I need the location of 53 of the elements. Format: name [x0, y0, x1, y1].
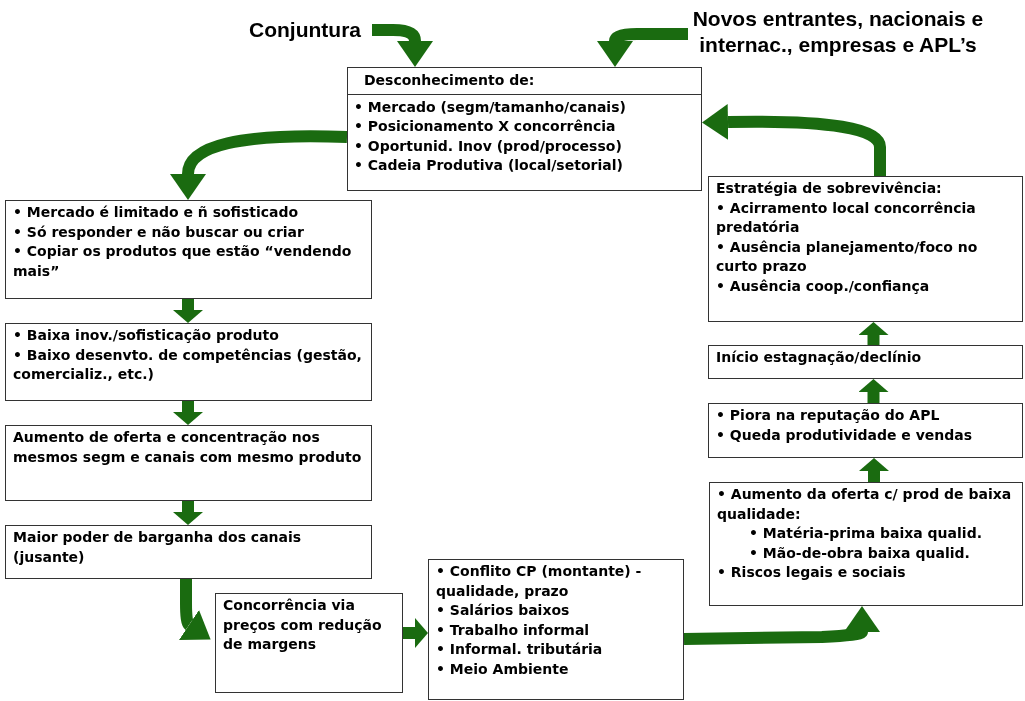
box-text: • Salários baixos [436, 601, 571, 621]
arrow [859, 458, 889, 482]
process-box [5, 525, 372, 579]
box-text: • Meio Ambiente [436, 659, 570, 679]
bullet-text: • Cadeia Produtiva (local/setorial) [354, 156, 624, 176]
box-text: Estratégia de sobrevivência: [716, 179, 943, 198]
bullet-text: • Mercado (segm/tamanho/canais) [354, 97, 627, 117]
box-text: • Ausência coop./confiança [716, 276, 931, 296]
box-text: • Baixo desenvto. de competências (gestão, comercializ., etc.) [13, 345, 363, 385]
arrow [597, 28, 688, 67]
box-text: • Queda produtividade e vendas [716, 425, 974, 445]
box-text: • Riscos legais e sociais [717, 563, 907, 583]
arrow [173, 401, 203, 425]
box-text: • Aumento da oferta c/ prod de baixa qualidade: [717, 485, 1013, 524]
label-text: Novos entrantes, nacionais e internac., empresas e APL’s [688, 4, 988, 60]
box-text: Início estagnação/declínio [716, 348, 923, 367]
arrow [170, 130, 348, 200]
box-text: • Copiar os produtos que estão “vendendo mais” [13, 242, 353, 281]
label-text: Conjuntura [238, 16, 372, 44]
process-box [428, 559, 684, 700]
process-box [5, 200, 372, 299]
box-heading: Desconhecimento de: [364, 72, 535, 88]
arrow [173, 299, 203, 323]
box-text: Maior poder de barganha dos canais (jusante) [13, 528, 303, 567]
box-text: • Ausência planejamento/foco no curto prazo [716, 237, 979, 277]
process-box [708, 345, 1023, 379]
box-text: • Mão-de-obra baixa qualid. [748, 543, 971, 563]
process-box [708, 403, 1023, 458]
box-text: • Conflito CP (montante) - qualidade, prazo [436, 562, 643, 601]
arrow [173, 501, 203, 525]
box-text: • Matéria-prima baixa qualid. [748, 524, 983, 544]
process-box [5, 323, 372, 401]
box-text: • Baixa inov./sofisticação produto [13, 326, 280, 345]
arrow [403, 618, 428, 648]
process-box [709, 482, 1023, 606]
bullet-text: • Posicionamento X concorrência [354, 117, 617, 137]
box-text: • Informal. tributária [436, 640, 604, 660]
arrow [858, 322, 889, 345]
box-text: • Mercado é limitado e ñ sofisticado [13, 203, 300, 222]
bullet-text: • Oportunid. Inov (prod/processo) [354, 136, 623, 156]
arrow [176, 579, 208, 643]
box-text: Concorrência via preços com redução de margens [223, 596, 383, 655]
arrow [683, 609, 878, 645]
process-box [5, 425, 372, 501]
box-text: • Acirramento local concorrência predatória [716, 198, 977, 238]
process-box [708, 176, 1023, 322]
box-text: • Piora na reputação do APL [716, 406, 941, 425]
box-text: • Trabalho informal [436, 620, 591, 640]
process-box [347, 67, 702, 191]
arrow [858, 379, 889, 403]
process-box [215, 593, 403, 693]
box-text: Aumento de oferta e concentração nos mesmos segm e canais com mesmo produto [13, 428, 363, 467]
box-text: • Só responder e não buscar ou criar [13, 222, 305, 242]
